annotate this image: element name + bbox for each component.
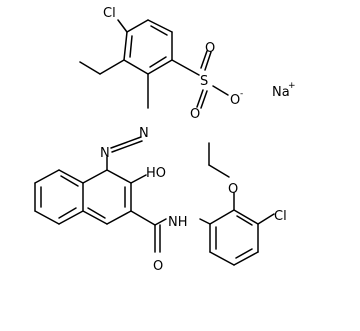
atom-o-sulfonyl-top: O [205,41,215,56]
naphthalene-ring-right [82,169,132,225]
atom-ethoxy-o: O [228,182,238,197]
bond-hydroxyl [130,174,147,184]
atom-azo-n-upper: N [139,126,149,141]
bond-ring-cl-top [117,19,128,33]
atom-azo-n-lower: N [100,146,110,161]
atom-amide-nh: NH [168,215,188,230]
sulfonate-group [171,50,229,109]
atom-cl-top: Cl [103,6,116,21]
ethyl-group [79,59,125,75]
atom-s-sulfonate: S [200,74,208,89]
charge-sulfonate: - [240,89,243,99]
amide-group [130,210,211,253]
atom-cl-right: Cl [274,209,287,224]
ethoxy-group [208,142,235,211]
atom-o-sulfonyl-bottom: O [190,107,200,122]
atom-o-sulfonate-anion: O [230,93,240,108]
atom-amide-o: O [153,259,163,274]
atom-hydroxyl: HO [146,166,166,181]
benzene-ring-bottom [209,209,259,266]
azo-linkage [106,73,149,171]
naphthalene-ring-left [34,169,84,225]
bond-ring-cl-right [257,213,275,225]
charge-sodium: + [288,81,296,91]
benzene-ring-top [123,19,173,75]
atom-sodium: Na [272,85,290,100]
